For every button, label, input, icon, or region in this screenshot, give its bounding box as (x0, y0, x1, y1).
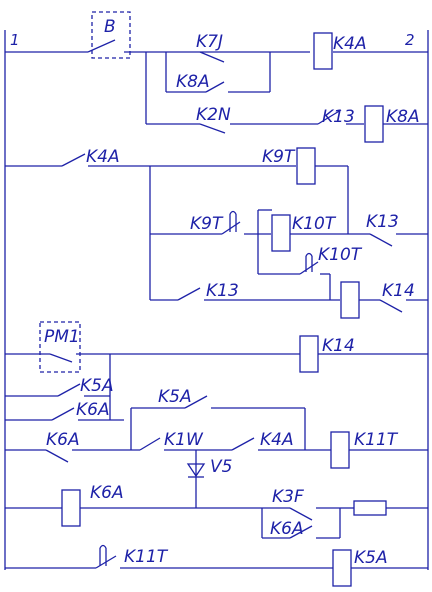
k11t-coil (330, 431, 350, 469)
k13-contact-row6-label: K13 (206, 281, 239, 301)
rung-10: K11T K5A (5, 544, 428, 587)
b-switch-label: B (104, 17, 116, 37)
k8a-coil (364, 105, 384, 143)
k5a-coil (332, 549, 352, 587)
rung-6: PM1 K14 (5, 321, 428, 420)
k5a-contact-mid-label: K5A (158, 387, 192, 407)
k8a-contact-label: K8A (176, 72, 210, 92)
k9t-coil (296, 147, 316, 185)
left-rail-label: 1 (10, 31, 20, 49)
k4a-coil-top (313, 32, 333, 70)
k13-contact-row5-label: K13 (366, 212, 399, 232)
k4a-contact-label: K4A (86, 147, 120, 167)
k5a-contact-left-label: K5A (80, 376, 114, 396)
v5-diode (186, 463, 206, 478)
resistor (353, 500, 387, 516)
k6a-contact-right-label: K6A (270, 519, 304, 539)
k6a-contact-low-label: K6A (46, 430, 80, 450)
right-rail-label: 2 (405, 31, 415, 49)
k5a-coil-label: K5A (354, 548, 388, 568)
k14-coil (299, 335, 319, 373)
pm1-label: PM1 (44, 327, 80, 347)
k4a-coil-top-label: K4A (333, 34, 367, 54)
rung-1: B K4A K7J K8A (5, 11, 428, 93)
rung-8: K5A K6A K1W K4A K11T V5 (5, 387, 428, 508)
k9t-contact-label: K9T (190, 214, 224, 234)
k14-coil-label: K14 (322, 336, 355, 356)
k9t-coil-label: K9T (262, 147, 296, 167)
k13-coil (340, 281, 360, 319)
k11t-contact-label: K11T (124, 547, 169, 567)
k1w-label: K1W (164, 430, 204, 450)
k6a-contact-left-label: K6A (76, 400, 110, 420)
k14-contact-label: K14 (382, 281, 415, 301)
v5-label: V5 (210, 457, 232, 477)
k7j-label: K7J (196, 32, 223, 52)
k6a-coil (61, 489, 81, 527)
rung-9: K6A K3F K6A (5, 483, 428, 539)
k3f-label: K3F (272, 487, 304, 507)
pm1-box (39, 321, 81, 373)
rung-7: K5A K6A (5, 376, 124, 421)
k10t-coil (271, 214, 291, 252)
k13-contact-row3-label: K13 (322, 107, 355, 127)
k2n-label: K2N (196, 105, 231, 125)
rung-2: K2N K13 K8A (145, 52, 428, 143)
rung-3: K4A K9T (5, 147, 349, 300)
k8a-coil-label: K8A (386, 107, 420, 127)
k10t-contact-label: K10T (318, 245, 363, 265)
rung-4: K9T K10T K13 K10T (150, 209, 428, 300)
k10t-coil-label: K10T (292, 214, 337, 234)
k6a-coil-label: K6A (90, 483, 124, 503)
rung-5: K13 K14 (150, 281, 428, 319)
k11t-coil-label: K11T (354, 430, 399, 450)
k4a-contact-low-label: K4A (260, 430, 294, 450)
